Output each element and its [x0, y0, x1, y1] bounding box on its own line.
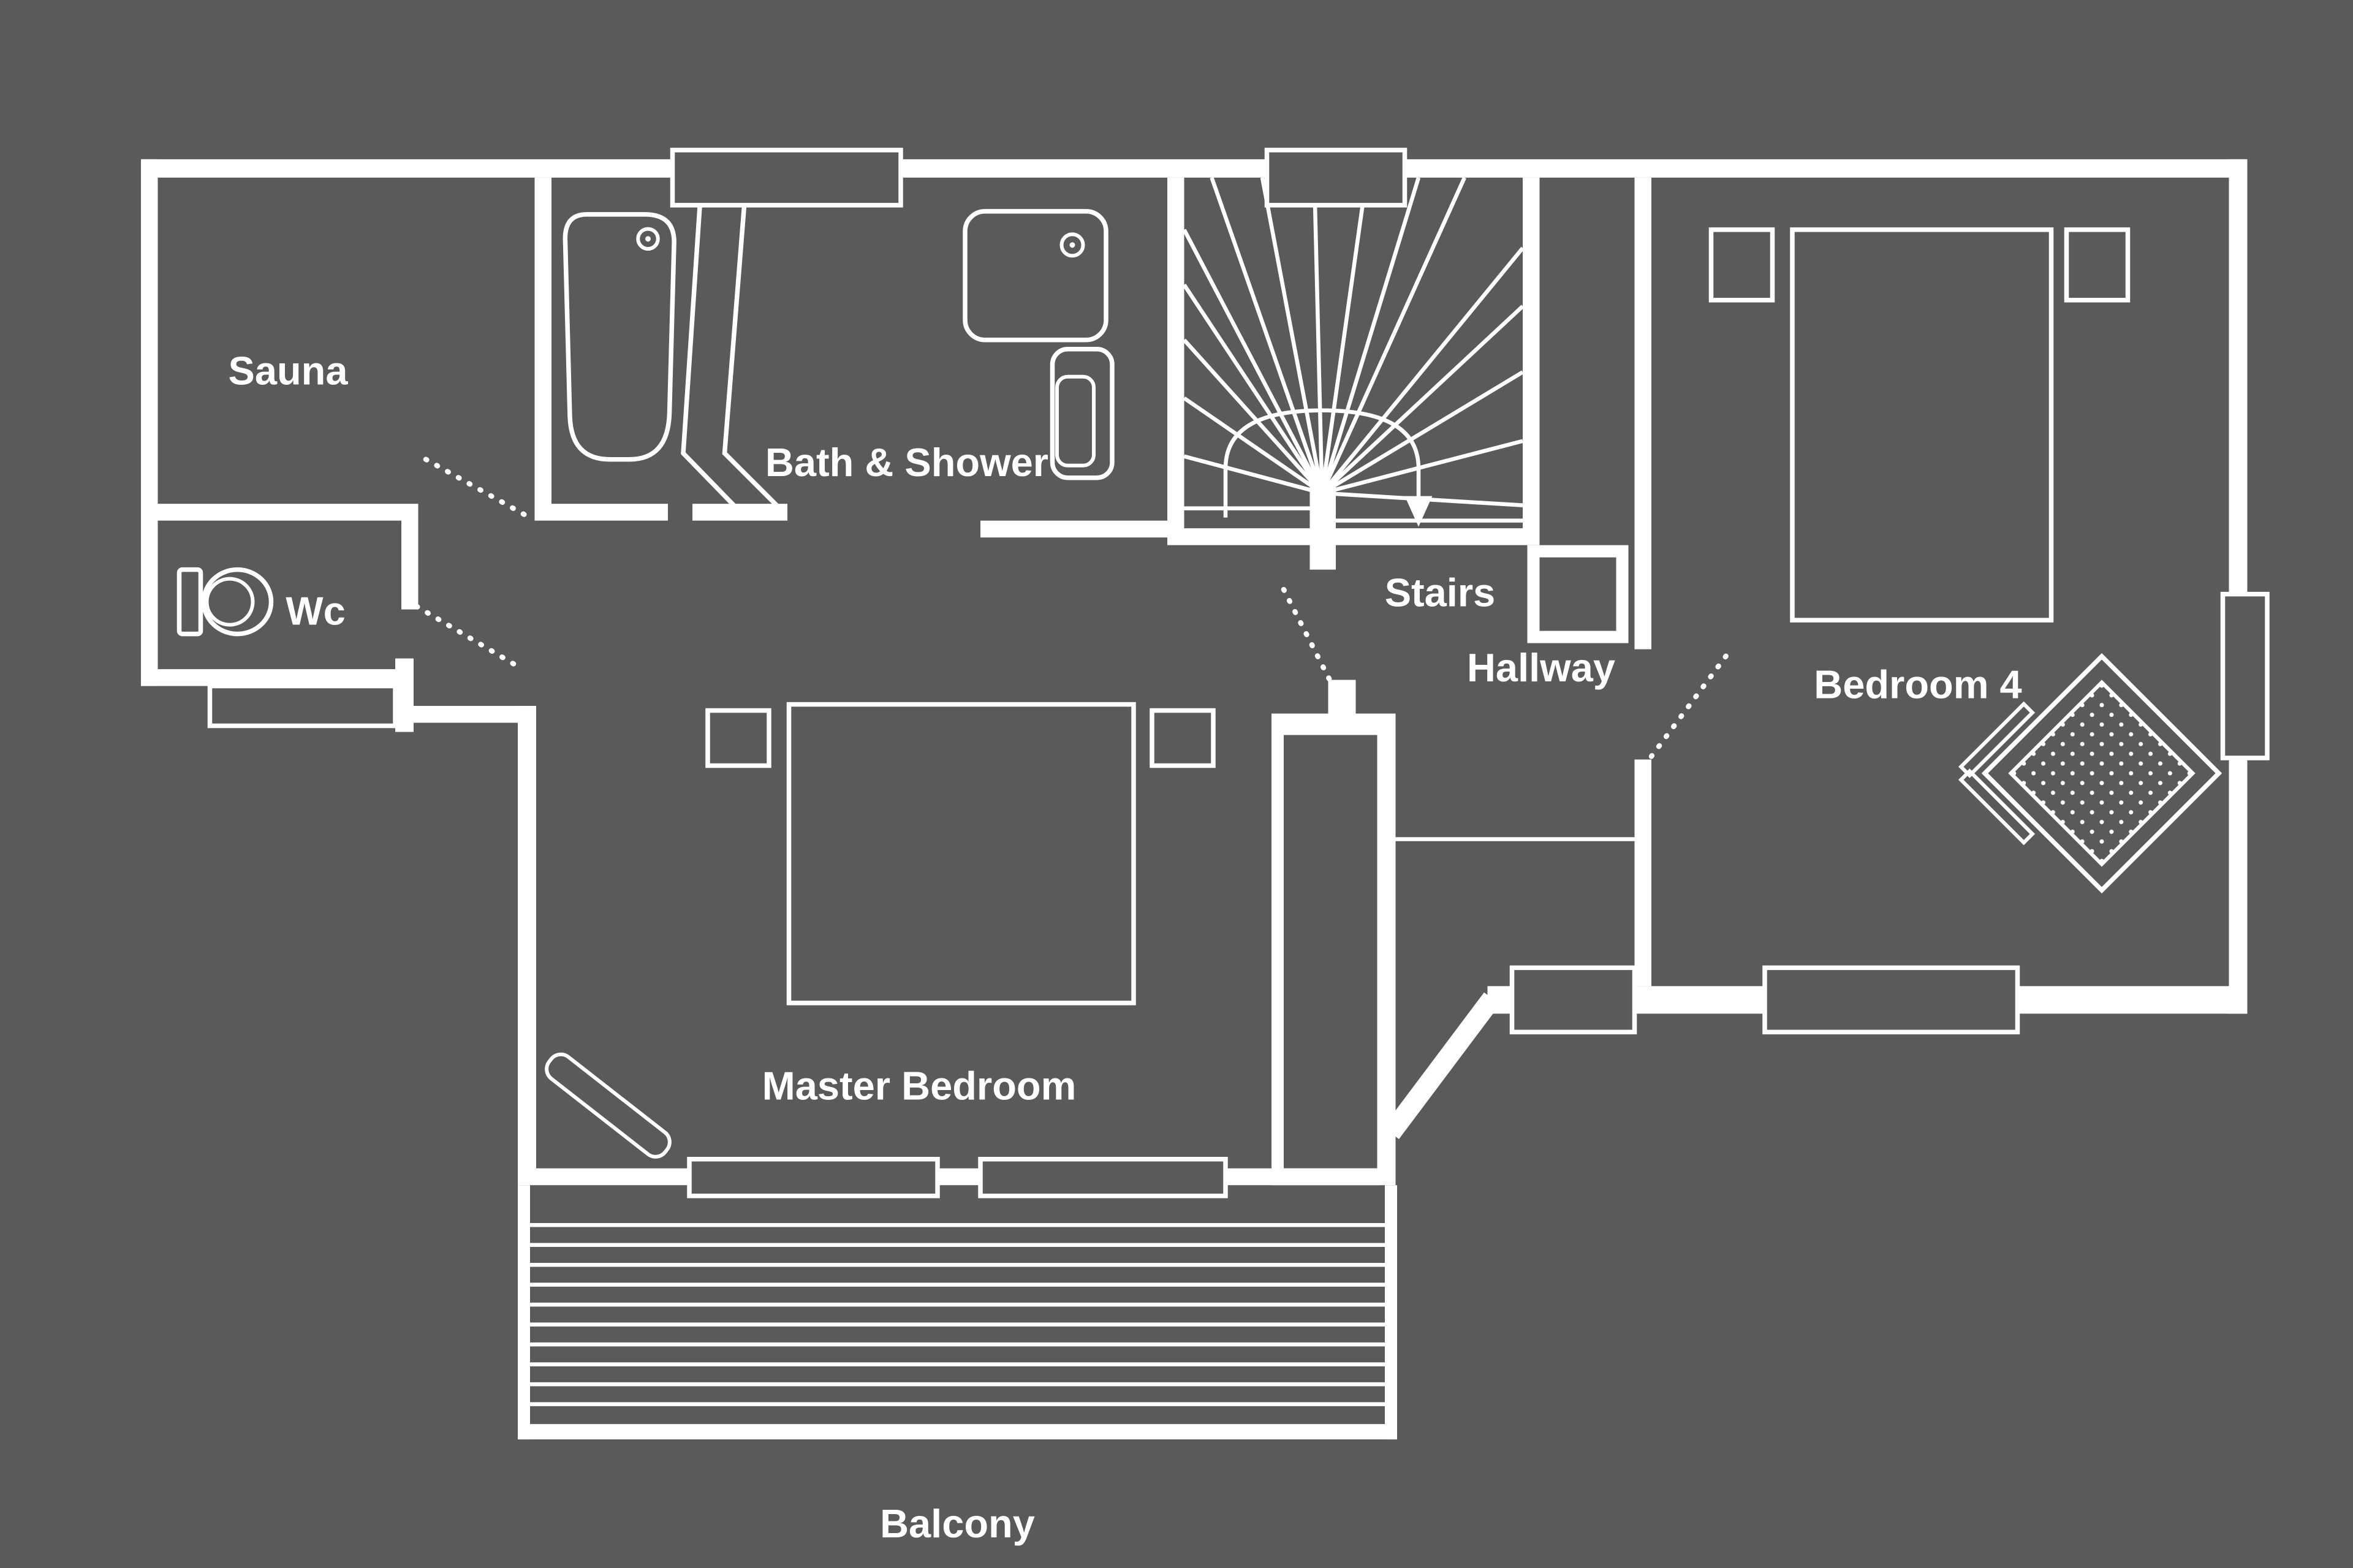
label-balcony: Balcony [880, 1501, 1035, 1546]
wall-sauna-jamb [401, 504, 419, 610]
basin-icon [1050, 347, 1115, 480]
wall-bath-bottom-3 [980, 520, 1184, 538]
wall-sauna-right [534, 177, 551, 521]
nightstand-icon [1150, 708, 1216, 768]
master-bed [705, 702, 1216, 1006]
label-hallway: Hallway [1467, 645, 1615, 690]
window-icon [2220, 591, 2270, 760]
wall-master-bottom-2 [938, 1168, 980, 1186]
wall-bath-bottom-1 [551, 504, 668, 521]
window-icon [1762, 965, 2020, 1035]
wall-wc-bottom [141, 669, 414, 686]
winder-staircase-icon [1182, 176, 1629, 643]
wardrobe-interior [1284, 735, 1377, 1168]
wall-right-lower [2229, 758, 2248, 1014]
label-stairs: Stairs [1385, 570, 1496, 615]
label-master-bedroom: Master Bedroom [762, 1063, 1077, 1108]
wall-master-bottom-1 [536, 1168, 689, 1186]
wall-stairs-bottom [1184, 528, 1523, 545]
balcony-decking-icon [518, 1185, 1397, 1440]
wall-bedroom4-left-upper [1634, 177, 1651, 650]
toilet-icon [176, 567, 274, 637]
wall-bedroom4-left-lower [1634, 759, 1651, 987]
wall-hall-door-jamb [1328, 680, 1356, 717]
stair-treads [1182, 176, 1525, 523]
double-bed-icon [1790, 227, 2054, 623]
wall-step [414, 706, 536, 723]
bathtub-icon [563, 212, 676, 462]
window-icon [670, 148, 903, 208]
windows [207, 148, 2270, 1199]
stair-newel [1309, 482, 1336, 570]
wall-bottom-c [2017, 986, 2248, 1014]
nightstand-icon [2064, 227, 2131, 303]
wall-right-upper [2229, 159, 2248, 597]
bedroom4-bed [1708, 227, 2131, 623]
window-icon [1264, 148, 1408, 208]
wall-bath-bottom-2 [692, 504, 787, 521]
down-arrow-icon [1404, 496, 1433, 527]
shower-screen-icon [681, 202, 782, 510]
nightstand-icon [1708, 227, 1775, 303]
label-wc: Wc [286, 589, 345, 634]
wall-sauna-bottom [141, 504, 401, 521]
wall-stairs-right [1523, 177, 1540, 545]
label-bath-shower: Bath & Shower [765, 440, 1048, 485]
wall-top [141, 159, 2248, 178]
nightstand-icon [705, 708, 771, 768]
label-sauna: Sauna [228, 348, 348, 393]
shelf-icon [545, 1052, 672, 1159]
wall-left [141, 159, 158, 686]
stair-cupboard [1527, 545, 1629, 643]
window-icon [978, 1157, 1228, 1199]
stair-handrail [1223, 408, 1421, 518]
doors [414, 456, 1734, 759]
label-bedroom4: Bedroom 4 [1814, 662, 2021, 707]
door-swing-icon [1648, 646, 1734, 759]
room-labels: Sauna Wc Bath & Shower Stairs Hallway Be… [228, 348, 2021, 1546]
window-icon [207, 683, 398, 729]
fixtures [176, 202, 2222, 1440]
wall-master-bottom-3 [1226, 1168, 1381, 1186]
walls [141, 159, 2248, 1186]
shower-tray-icon [963, 209, 1108, 343]
wall-master-left [518, 706, 536, 1186]
wall-bottom-b [1634, 986, 1765, 1014]
double-bed-icon [786, 702, 1136, 1006]
wall-wc-jamb [395, 658, 414, 732]
door-swing-icon [1281, 586, 1333, 683]
window-icon [687, 1157, 940, 1199]
wall-stairs-left [1167, 177, 1184, 545]
wall-diagonal [1383, 992, 1500, 1140]
armchair-icon [1958, 653, 2222, 894]
window-icon [1509, 965, 1637, 1035]
